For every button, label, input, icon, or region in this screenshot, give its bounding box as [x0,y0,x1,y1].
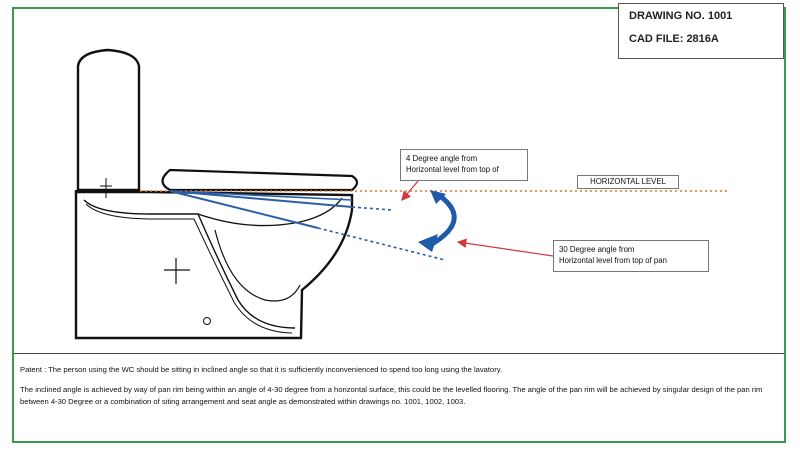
title-block: DRAWING NO. 1001 CAD FILE: 2816A [618,3,784,59]
callout-arrow-4deg [401,180,419,201]
cistern-outline [76,48,141,192]
pan-outline [74,190,354,340]
thirty-degree-label-line1: 30 Degree angle from [559,245,635,254]
thirty-degree-line [169,190,319,229]
toilet-seat [161,168,359,192]
drawing-number: DRAWING NO. 1001 [629,10,733,22]
waste-outlet-mark [164,258,190,284]
rotation-arrow [430,194,457,247]
notes-panel: Patent : The person using the WC should … [14,353,784,441]
four-degree-line [169,190,353,208]
callout-arrow-30deg [456,238,554,257]
cad-file: CAD FILE: 2816A [629,33,719,45]
thirty-degree-callout: 30 Degree angle from Horizontal level fr… [553,240,709,272]
four-degree-label-line1: 4 Degree angle from [406,154,478,163]
thirty-degree-label-line2: Horizontal level from top of pan [559,256,667,265]
fixing-mark [100,178,112,198]
patent-note: Patent : The person using the WC should … [20,365,503,374]
fixing-hole [203,317,211,325]
description-note: The inclined angle is achieved by way of… [20,385,763,406]
four-degree-label-line2: Horizontal level from top of [406,165,499,174]
horizontal-level-label: HORIZONTAL LEVEL [577,175,679,189]
trapway-outline [83,199,296,329]
four-degree-callout: 4 Degree angle from Horizontal level fro… [400,149,528,181]
